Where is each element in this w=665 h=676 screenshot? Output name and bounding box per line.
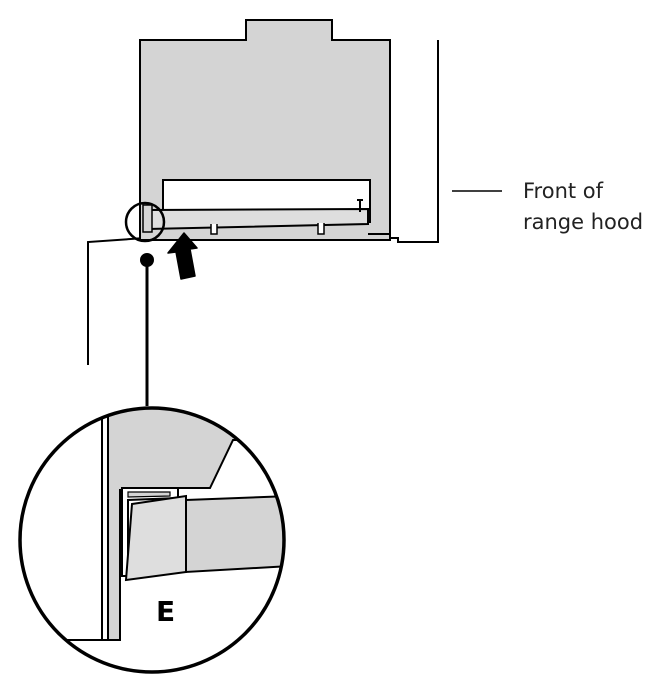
detail-hinge-slot (127, 491, 171, 498)
detail-filter-tray (185, 494, 284, 574)
detail-label: E (156, 595, 175, 628)
cabinet-bottom-right (385, 40, 439, 243)
hinge-highlight-circle (124, 201, 166, 243)
grease-filter (142, 199, 390, 235)
filter-peg-left (210, 224, 218, 235)
up-arrow-icon (167, 232, 198, 280)
filter-peg-right (317, 223, 325, 235)
filter-hinge (142, 204, 153, 233)
cabinet-outline (87, 40, 439, 365)
detail-contents (40, 408, 284, 641)
magnifier-circle-icon: E (18, 406, 286, 674)
detail-filter-edge (124, 494, 187, 582)
detail-border (18, 406, 286, 674)
callout-label-line1: Front of (523, 179, 604, 203)
filter-rear-latch (357, 199, 363, 212)
callout-label-line2: range hood (523, 210, 643, 234)
cabinet-bottom-ledge (87, 237, 146, 365)
